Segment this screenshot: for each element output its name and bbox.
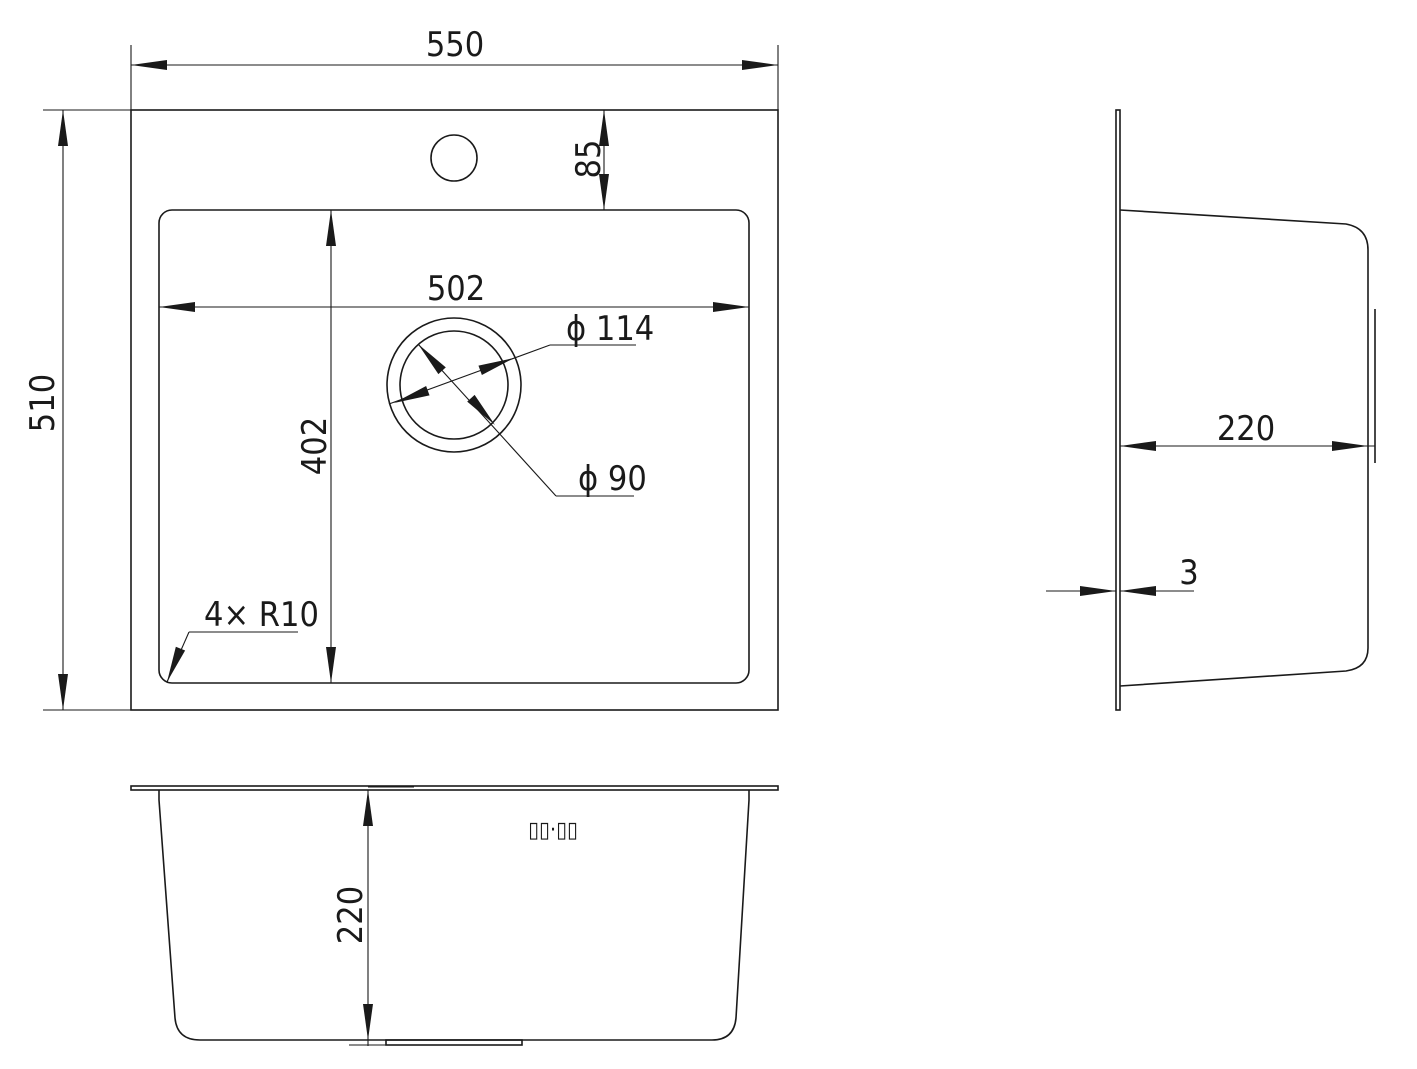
dim-label-3: 3 — [1179, 553, 1198, 593]
dim-bowl-depth: 402 — [295, 210, 336, 683]
front-view: 220 ▯▯·▯▯ — [130, 785, 779, 1046]
dim-drain-outer: ϕ 114 — [388, 309, 654, 408]
dim-overall-width: 550 — [130, 25, 779, 110]
dim-front-depth: 220 — [331, 786, 414, 1046]
bowl-outline — [158, 209, 750, 684]
dim-tap-offset: 85 — [569, 110, 609, 210]
dim-label-550: 550 — [426, 25, 484, 65]
side-bowl-profile — [1119, 209, 1369, 687]
dim-label-510: 510 — [23, 374, 63, 432]
sink-outline — [130, 109, 779, 711]
front-bowl-profile — [158, 790, 750, 1041]
tap-hole — [430, 134, 478, 182]
side-view: 220 3 — [1046, 109, 1376, 711]
top-view: 550 510 85 502 — [23, 25, 779, 711]
dim-side-depth: 220 — [1120, 409, 1375, 451]
dim-overall-depth: 510 — [23, 109, 131, 711]
front-drain-outlet — [385, 1039, 523, 1046]
dim-label-phi114: ϕ 114 — [566, 309, 654, 349]
dim-bowl-width: 502 — [159, 269, 749, 312]
dim-corner-radius: 4× R10 — [162, 595, 319, 684]
drain-inner-circle — [399, 330, 509, 440]
front-mark: ▯▯·▯▯ — [528, 818, 578, 843]
dim-label-85: 85 — [569, 140, 609, 179]
dim-label-phi90: ϕ 90 — [578, 459, 647, 499]
drain-outer-circle — [386, 317, 522, 453]
dim-label-side-220: 220 — [1217, 409, 1275, 449]
dim-rim-thickness: 3 — [1046, 553, 1199, 596]
side-rim — [1115, 109, 1121, 711]
dim-label-r10: 4× R10 — [204, 595, 319, 635]
front-rim — [130, 785, 779, 791]
dim-label-502: 502 — [427, 269, 485, 309]
dim-label-front-220: 220 — [331, 886, 371, 944]
dim-label-402: 402 — [295, 417, 335, 475]
dim-drain-inner: ϕ 90 — [414, 340, 647, 499]
